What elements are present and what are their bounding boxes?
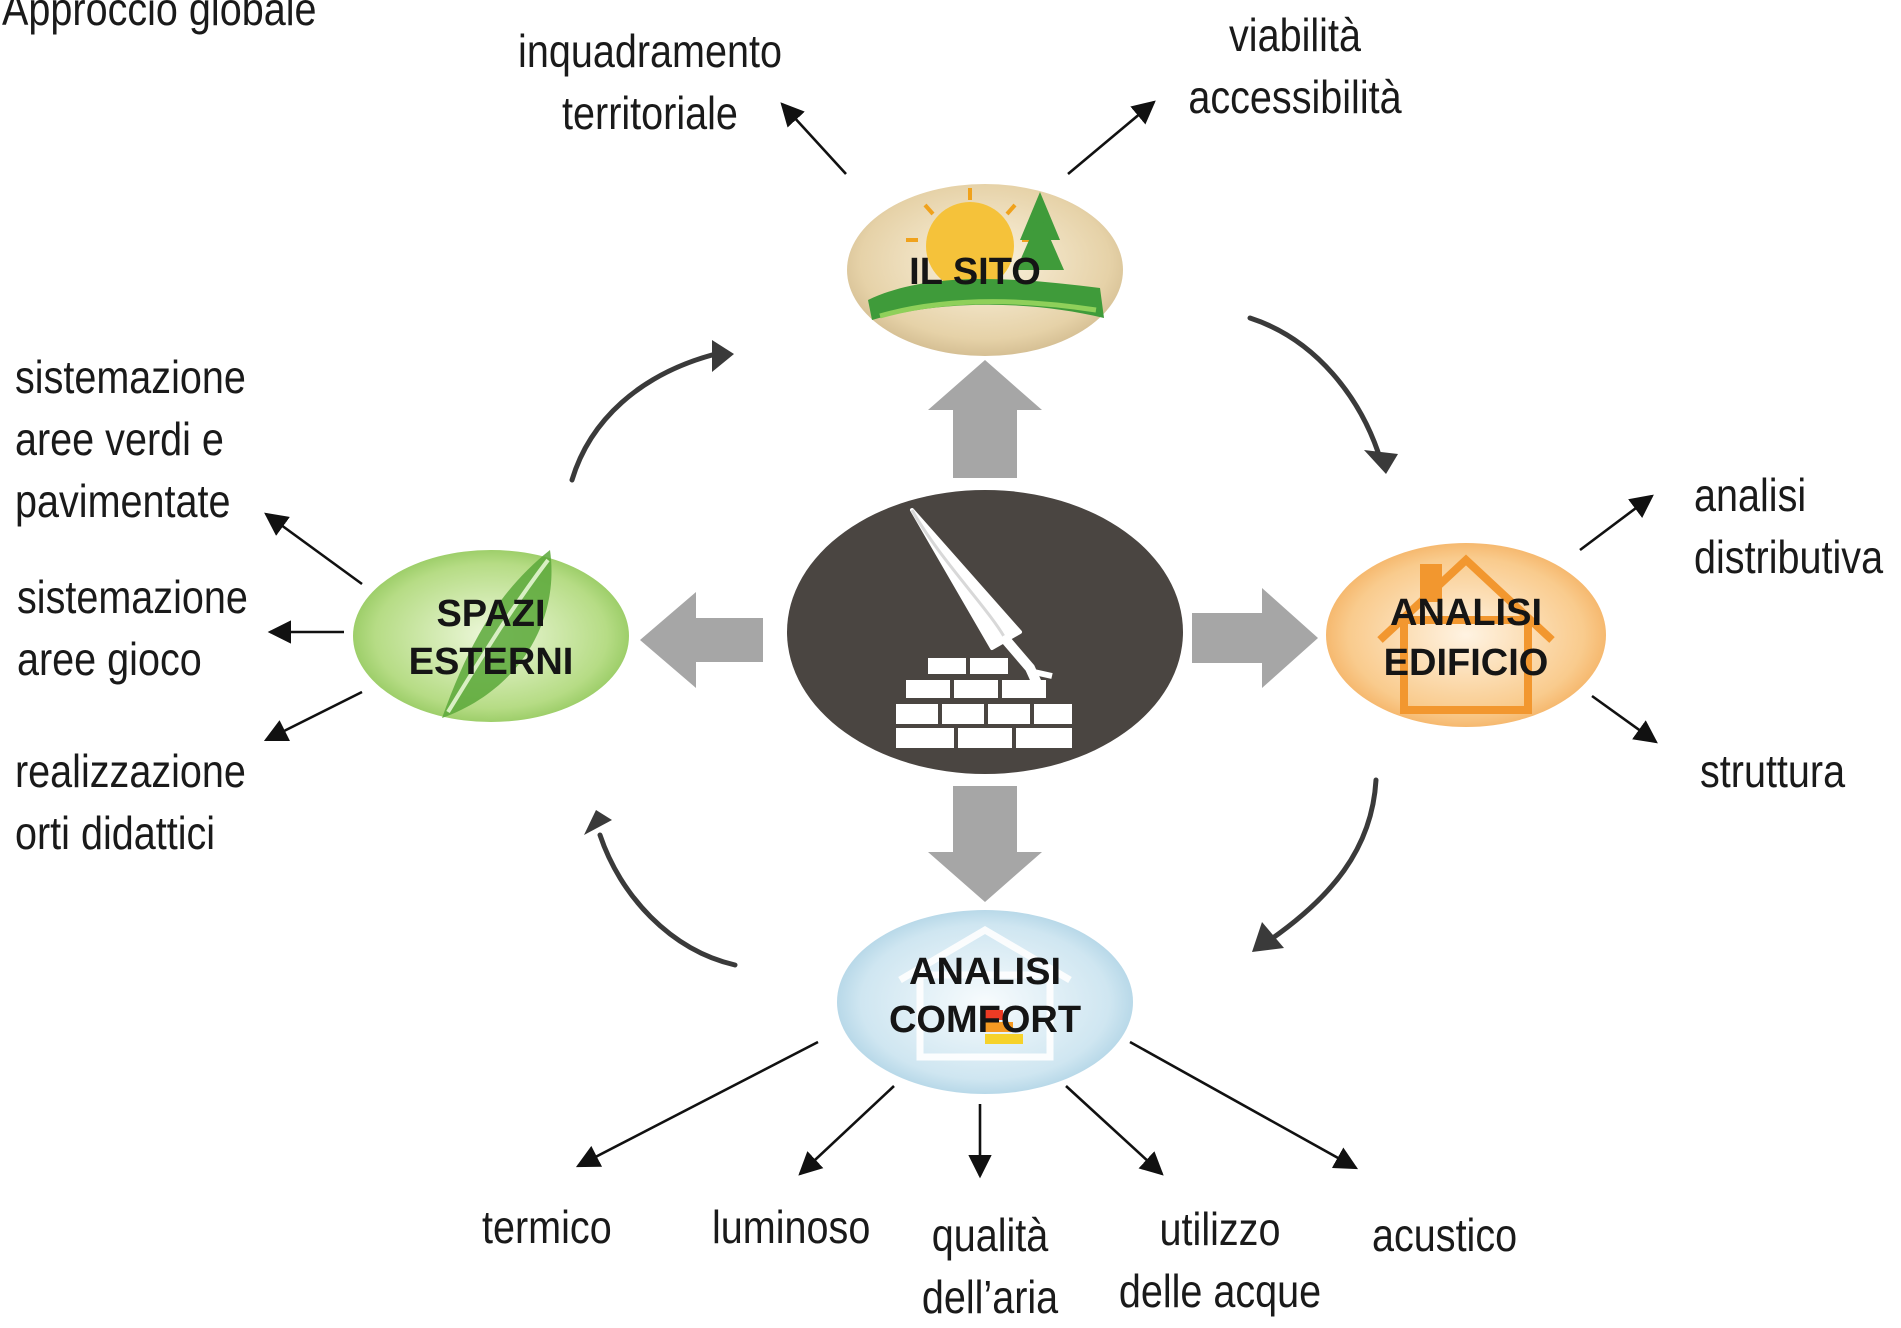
arrow-to-acustico <box>1129 1040 1359 1170</box>
label-sistemazione-aree-gioco: sistemazione aree gioco <box>17 571 248 685</box>
label-analisi-distributiva: analisi distributiva <box>1694 469 1884 583</box>
node-analisi-edificio: ANALISI EDIFICIO <box>1326 543 1606 727</box>
block-arrows <box>640 360 1318 902</box>
block-arrow-right <box>1192 588 1318 688</box>
cycle-arrowhead-4 <box>712 340 734 372</box>
arrow-to-sistemazione-verdi <box>264 512 363 586</box>
analisi-edificio-line2: EDIFICIO <box>1384 642 1549 684</box>
arrow-to-distributiva <box>1579 494 1654 552</box>
house-outline-icon <box>898 925 1072 1061</box>
label-luminoso: luminoso <box>712 1201 871 1253</box>
label-viabilita-accessibilita: viabilità accessibilità <box>1188 9 1402 123</box>
cycle-arrowhead-3 <box>584 810 612 835</box>
block-arrow-up <box>928 360 1042 478</box>
node-analisi-comfort: ANALISI COMFORT <box>837 910 1133 1094</box>
node-il-sito: IL SITO <box>847 184 1123 356</box>
trowel-and-bricks-icon <box>896 508 1072 748</box>
energy-label-icon <box>985 1010 1023 1044</box>
block-arrow-down <box>928 786 1042 902</box>
label-sistemazione-aree-verdi: sistemazione aree verdi e pavimentate <box>15 351 246 527</box>
label-utilizzo-acque: utilizzo delle acque <box>1118 1203 1322 1317</box>
cycle-arrow-edificio-to-comfort <box>1267 777 1379 943</box>
node-spazi-esterni: SPAZI ESTERNI <box>353 550 629 722</box>
label-struttura: struttura <box>1700 745 1846 797</box>
arrow-to-orti <box>263 690 363 742</box>
label-termico: termico <box>482 1201 612 1253</box>
cycle-arrowhead-1 <box>1364 450 1398 474</box>
block-arrow-left <box>640 592 763 688</box>
label-inquadramento-territoriale: inquadramento territoriale <box>518 25 782 139</box>
spazi-esterni-line2: ESTERNI <box>409 641 574 683</box>
spazi-esterni-line1: SPAZI <box>436 593 545 635</box>
cycle-arrow-esterni-to-sito <box>569 352 715 483</box>
label-qualita-aria: qualità dell’aria <box>921 1209 1059 1323</box>
arrow-to-viabilita <box>1067 100 1156 175</box>
cycle-arrowhead-2 <box>1252 922 1284 952</box>
analisi-comfort-line1: ANALISI <box>909 951 1061 993</box>
arrow-to-acque <box>1065 1085 1164 1176</box>
arrow-to-luminoso <box>798 1085 895 1176</box>
arrow-to-inquadramento <box>780 102 847 175</box>
arrow-to-termico <box>575 1040 819 1168</box>
page-title: Approccio globale <box>2 0 317 35</box>
tree-icon <box>1016 192 1064 270</box>
house-icon <box>1377 554 1555 714</box>
center-hub <box>787 490 1183 774</box>
label-realizzazione-orti: realizzazione orti didattici <box>15 745 246 859</box>
il-sito-label: IL SITO <box>909 251 1041 293</box>
label-acustico: acustico <box>1372 1209 1518 1261</box>
leaf-icon <box>442 550 552 718</box>
analisi-comfort-line2: COMFORT <box>889 999 1081 1041</box>
arrow-to-struttura <box>1591 694 1658 744</box>
analisi-edificio-line1: ANALISI <box>1390 592 1542 634</box>
cycle-arrow-sito-to-edificio <box>1247 315 1381 455</box>
cycle-arrow-comfort-to-esterni <box>597 832 738 968</box>
